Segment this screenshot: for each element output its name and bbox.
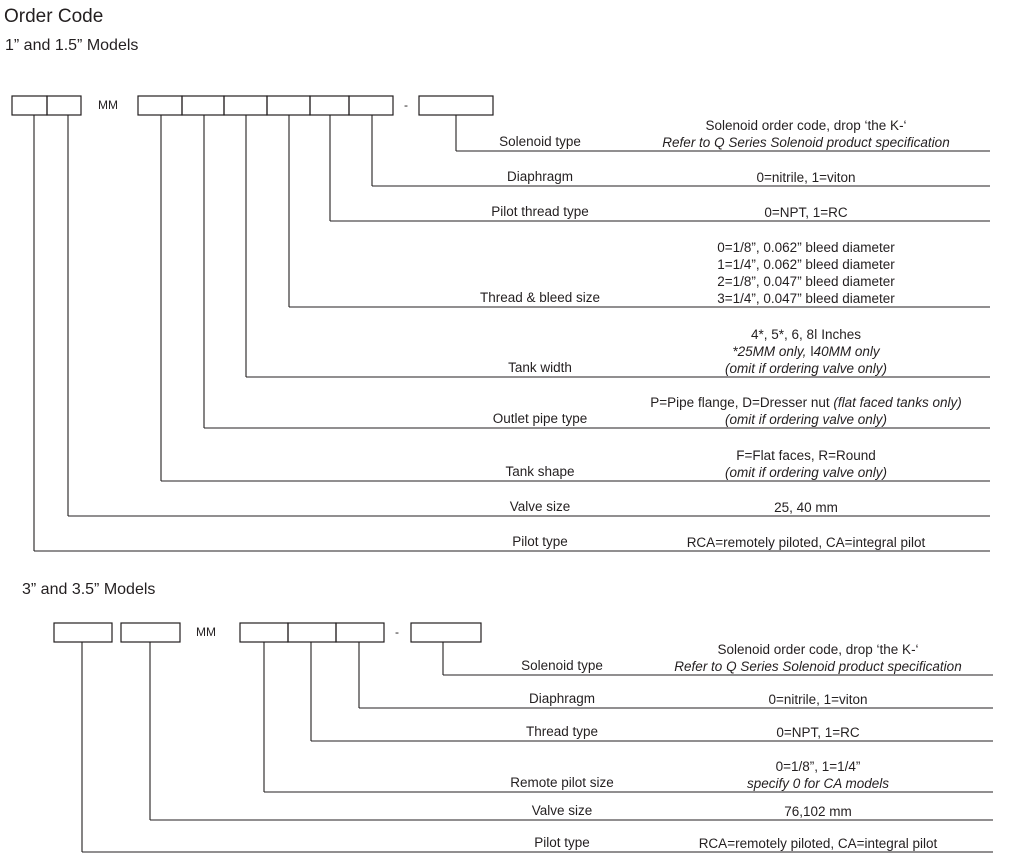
section1-description-text: 3=1/4”, 0.047” bleed diameter xyxy=(717,291,895,306)
section1-description-text: 1=1/4”, 0.062” bleed diameter xyxy=(717,257,895,272)
section2-description-text: Refer to Q Series Solenoid product speci… xyxy=(674,659,962,674)
section1-description-text: (omit if ordering valve only) xyxy=(724,465,888,480)
section2-description-text: 0=NPT, 1=RC xyxy=(776,725,860,740)
section1-row-label: Tank shape xyxy=(505,464,575,479)
section2-row-label: Remote pilot size xyxy=(510,775,614,790)
section1-row-label: Valve size xyxy=(509,499,571,514)
section2-row-description: Solenoid order code, drop ‘the K-‘ xyxy=(608,641,1020,658)
section1-row-description: Solenoid order code, drop ‘the K-‘ xyxy=(596,117,1016,134)
section2-code-box xyxy=(53,622,113,643)
section2-code-box xyxy=(239,622,289,643)
section1-description-text: *25MM only, ǀ40MM only xyxy=(732,344,880,359)
section1-row-description: P=Pipe flange, D=Dresser nut (flat faced… xyxy=(596,394,1016,411)
section-title-1-inch-models: 1” and 1.5” Models xyxy=(5,37,139,54)
section1-row-description: 2=1/8”, 0.047” bleed diameter xyxy=(596,273,1016,290)
section2-description-text: 0=nitrile, 1=viton xyxy=(768,692,868,707)
section1-row-label: Solenoid type xyxy=(499,134,581,149)
section1-description-text: P=Pipe flange, D=Dresser nut xyxy=(650,395,834,410)
section1-code-box xyxy=(309,95,350,116)
section2-mm-text: MM xyxy=(196,625,216,639)
section2-row-description: specify 0 for CA models xyxy=(608,775,1020,792)
section1-description-text: 0=nitrile, 1=viton xyxy=(756,170,856,185)
section1-row-description: Refer to Q Series Solenoid product speci… xyxy=(596,134,1016,151)
section1-row-label: Outlet pipe type xyxy=(492,411,588,426)
section1-row-label: Thread & bleed size xyxy=(479,290,601,305)
section2-row-label: Diaphragm xyxy=(528,691,596,706)
section2-row-description: 0=NPT, 1=RC xyxy=(608,724,1020,741)
section1-row-description: 25, 40 mm xyxy=(596,499,1016,516)
section2-dash-text: - xyxy=(395,625,399,639)
section2-code-box xyxy=(287,622,337,643)
section1-description-text: (omit if ordering valve only) xyxy=(724,361,888,376)
section1-row-description: (omit if ordering valve only) xyxy=(596,360,1016,377)
section1-row-description: 0=nitrile, 1=viton xyxy=(596,169,1016,186)
section2-description-text: 0=1/8”, 1=1/4” xyxy=(775,759,861,774)
section2-description-text: RCA=remotely piloted, CA=integral pilot xyxy=(698,836,938,851)
section2-row-label: Pilot type xyxy=(534,835,590,850)
section2-description-text: Solenoid order code, drop ‘the K-‘ xyxy=(717,642,919,657)
section1-mm-text: MM xyxy=(98,98,118,112)
section1-dash-text: - xyxy=(404,98,408,112)
section1-code-box xyxy=(137,95,183,116)
section1-code-box xyxy=(223,95,268,116)
section2-code-box xyxy=(120,622,181,643)
section1-row-description: F=Flat faces, R=Round xyxy=(596,447,1016,464)
section1-description-text: RCA=remotely piloted, CA=integral pilot xyxy=(686,535,926,550)
section1-row-label: Pilot thread type xyxy=(491,204,589,219)
section1-code-box xyxy=(418,95,494,116)
section1-row-label: Tank width xyxy=(508,360,572,375)
section1-description-text: Solenoid order code, drop ‘the K-‘ xyxy=(705,118,907,133)
section1-description-text: Refer to Q Series Solenoid product speci… xyxy=(662,135,950,150)
section1-description-text: 0=1/8”, 0.062” bleed diameter xyxy=(717,240,895,255)
section1-row-label: Diaphragm xyxy=(506,169,574,184)
section1-description-text: 0=NPT, 1=RC xyxy=(764,205,848,220)
section1-description-text: (flat faced tanks only) xyxy=(833,395,962,410)
section2-row-label: Solenoid type xyxy=(521,658,603,673)
section2-row-description: 76,102 mm xyxy=(608,803,1020,820)
section1-code-box xyxy=(181,95,225,116)
section1-row-description: 1=1/4”, 0.062” bleed diameter xyxy=(596,256,1016,273)
section2-row-description: Refer to Q Series Solenoid product speci… xyxy=(608,658,1020,675)
section1-description-text: 4*, 5*, 6, 8ǀ Inches xyxy=(750,327,862,342)
page-title: Order Code xyxy=(4,6,104,27)
section2-description-text: specify 0 for CA models xyxy=(746,776,890,791)
section2-row-description: 0=1/8”, 1=1/4” xyxy=(608,758,1020,775)
section1-row-description: (omit if ordering valve only) xyxy=(596,411,1016,428)
section1-row-label: Pilot type xyxy=(512,534,568,549)
section2-row-description: 0=nitrile, 1=viton xyxy=(608,691,1020,708)
section1-row-description: 4*, 5*, 6, 8ǀ Inches xyxy=(596,326,1016,343)
section1-row-description: (omit if ordering valve only) xyxy=(596,464,1016,481)
section1-row-description: 3=1/4”, 0.047” bleed diameter xyxy=(596,290,1016,307)
section1-code-box xyxy=(11,95,48,116)
section2-row-label: Thread type xyxy=(525,724,599,739)
section2-code-box xyxy=(335,622,385,643)
section1-row-description: 0=NPT, 1=RC xyxy=(596,204,1016,221)
section2-code-box xyxy=(410,622,482,643)
section1-row-description: RCA=remotely piloted, CA=integral pilot xyxy=(596,534,1016,551)
section2-row-description: RCA=remotely piloted, CA=integral pilot xyxy=(608,835,1020,852)
section2-row-label: Valve size xyxy=(531,803,593,818)
section1-code-box xyxy=(266,95,311,116)
section1-description-text: (omit if ordering valve only) xyxy=(724,412,888,427)
section1-code-box xyxy=(46,95,82,116)
section1-row-description: 0=1/8”, 0.062” bleed diameter xyxy=(596,239,1016,256)
section-title-3-inch-models: 3” and 3.5” Models xyxy=(22,581,156,598)
section1-description-text: F=Flat faces, R=Round xyxy=(736,448,876,463)
section2-description-text: 76,102 mm xyxy=(784,804,852,819)
section1-row-description: *25MM only, ǀ40MM only xyxy=(596,343,1016,360)
section1-description-text: 25, 40 mm xyxy=(774,500,838,515)
section1-code-box xyxy=(348,95,394,116)
section1-description-text: 2=1/8”, 0.047” bleed diameter xyxy=(717,274,895,289)
